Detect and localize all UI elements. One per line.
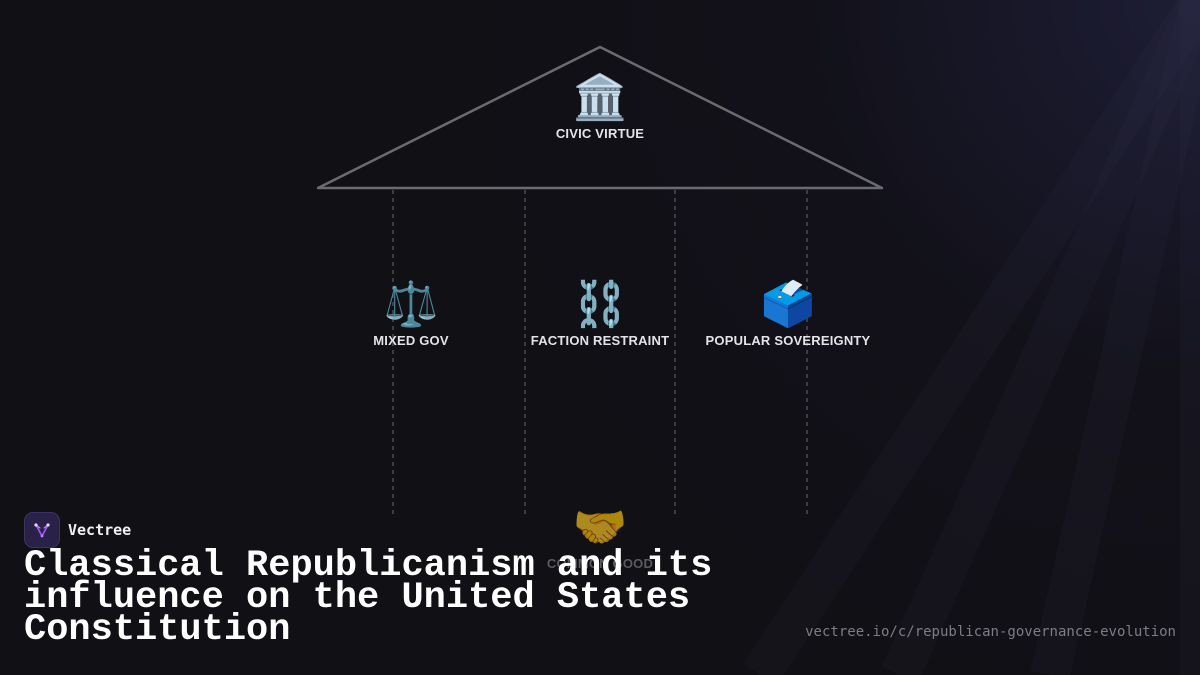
mixed-gov-node: ⚖️ MIXED GOV — [311, 279, 511, 348]
pillar-lines — [392, 190, 808, 515]
civic-virtue-label: CIVIC VIRTUE — [555, 126, 645, 141]
faction-restraint-node: ⛓️ FACTION RESTRAINT — [500, 279, 700, 348]
civic-virtue-node: 🏛️ CIVIC VIRTUE — [500, 72, 700, 141]
popular-sovereignty-label: POPULAR SOVEREIGNTY — [705, 333, 871, 348]
pediment-roof — [316, 45, 884, 190]
common-good-node: 🤝 COMMON GOOD — [500, 502, 700, 571]
faction-restraint-label: FACTION RESTRAINT — [530, 333, 670, 348]
common-good-label: COMMON GOOD — [546, 556, 654, 571]
balance-scale-icon: ⚖️ — [383, 280, 439, 329]
ballot-box-icon: 🗳️ — [760, 280, 816, 329]
page-title: Classical Republicanism and its influenc… — [24, 545, 713, 651]
chains-icon: ⛓️ — [572, 280, 628, 329]
popular-sovereignty-node: 🗳️ POPULAR SOVEREIGNTY — [688, 279, 888, 348]
mixed-gov-label: MIXED GOV — [373, 333, 449, 348]
classical-building-icon: 🏛️ — [572, 73, 628, 122]
handshake-icon: 🤝 — [572, 503, 628, 552]
brand: Vectree — [24, 512, 131, 548]
source-url: vectree.io/c/republican-governance-evolu… — [805, 624, 1176, 640]
vectree-logo-icon — [24, 512, 60, 548]
brand-name: Vectree — [68, 521, 132, 539]
